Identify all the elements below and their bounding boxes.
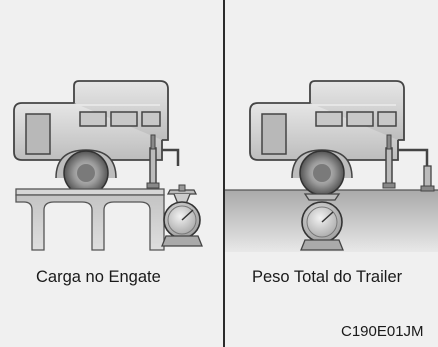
tongue-scale (161, 184, 203, 247)
trailer-door (261, 113, 287, 155)
trailer-window (377, 111, 397, 127)
panel-divider (223, 0, 225, 347)
tongue-jack (385, 147, 393, 185)
trailer-door (25, 113, 51, 155)
tongue-load-panel: Carga no Engate (13, 80, 203, 286)
tongue-load-illustration (13, 80, 203, 251)
trailer-window (110, 111, 138, 127)
total-weight-panel: Peso Total do Trailer (225, 0, 438, 347)
trailer-window (79, 111, 107, 127)
tongue-jack (149, 147, 157, 185)
raised-platform (15, 188, 165, 251)
trailer-window (315, 111, 343, 127)
figure-code: C190E01JM (341, 323, 424, 340)
total-weight-caption: Peso Total do Trailer (252, 268, 403, 286)
tongue-load-caption: Carga no Engate (36, 268, 161, 286)
total-weight-illustration (225, 80, 438, 252)
axle-scale (300, 193, 344, 251)
trailer-window (346, 111, 374, 127)
trailer-window (141, 111, 161, 127)
